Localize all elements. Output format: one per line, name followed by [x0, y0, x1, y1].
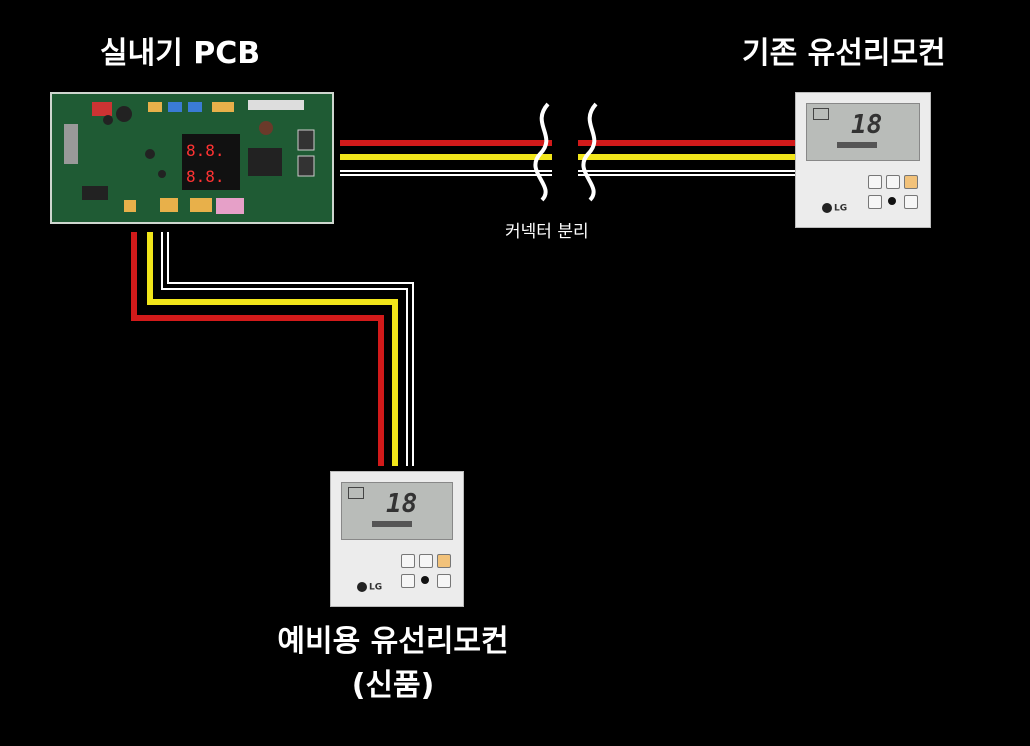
power-button: [904, 175, 918, 189]
lg-logo: LG: [822, 202, 847, 213]
break-mark-left: [533, 102, 550, 202]
down-button: [868, 195, 882, 209]
remote-temperature: 18: [386, 489, 418, 519]
fan-button: [904, 195, 918, 209]
remote-lcd: 18: [341, 482, 453, 540]
power-button: [437, 554, 451, 568]
existing-wired-remote: 18 LG: [795, 92, 931, 228]
wire-white-vertical-outer: [167, 232, 414, 466]
lg-logo: LG: [357, 581, 382, 592]
spare-remote-subtitle: (신품): [351, 668, 435, 703]
remote-keypad: [401, 552, 455, 592]
wire-white-vertical-inner: [161, 232, 408, 466]
up-button: [401, 554, 415, 568]
pcb-title: 실내기 PCB: [100, 36, 261, 71]
clock-icon: [813, 108, 829, 120]
indoor-unit-pcb: 8.8. 8.8.: [50, 92, 334, 224]
mode-button: [886, 175, 900, 189]
connector-gap: [552, 130, 578, 184]
spare-remote-title: 예비용 유선리모컨: [277, 624, 509, 659]
up-button: [868, 175, 882, 189]
wire-red-vertical: [131, 232, 384, 466]
sensor-dot: [421, 576, 429, 584]
connector-separation-label: 커넥터 분리: [505, 222, 589, 242]
fan-button: [437, 574, 451, 588]
remote-temperature: 18: [851, 110, 883, 140]
down-button: [401, 574, 415, 588]
break-mark-right: [581, 102, 598, 202]
lcd-bar: [372, 521, 412, 527]
lcd-bar: [837, 142, 877, 148]
mode-button: [419, 554, 433, 568]
svg-text:8.8.: 8.8.: [186, 167, 225, 186]
existing-remote-title: 기존 유선리모컨: [742, 36, 946, 71]
remote-lcd: 18: [806, 103, 920, 161]
wire-yellow-vertical: [147, 232, 398, 466]
pcb-illustration: 8.8. 8.8.: [52, 94, 332, 222]
spare-wired-remote: 18 LG: [330, 471, 464, 607]
remote-keypad: [868, 173, 922, 213]
clock-icon: [348, 487, 364, 499]
sensor-dot: [888, 197, 896, 205]
svg-text:8.8.: 8.8.: [186, 141, 225, 160]
